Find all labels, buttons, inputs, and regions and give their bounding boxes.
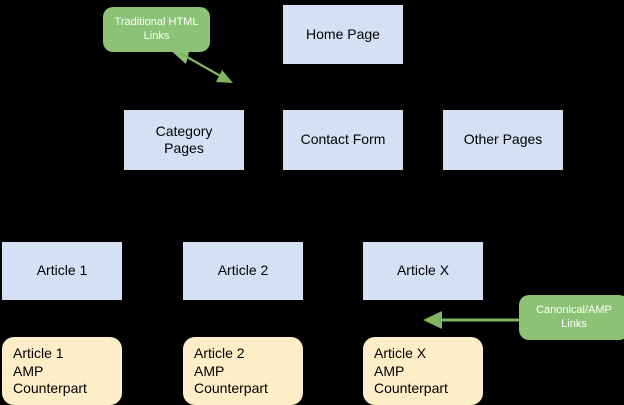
arrow-head-canonical-to-article-x xyxy=(423,311,442,329)
callout-canonical-amp-links-line1: Canonical/AMP xyxy=(536,303,612,316)
node-article-1-label: Article 1 xyxy=(36,262,88,279)
node-home-page-label: Home Page xyxy=(306,25,380,42)
node-article-2[interactable]: Article 2 xyxy=(183,242,303,300)
node-home-page[interactable]: Home Page xyxy=(283,5,403,64)
node-article-1-amp-counterpart-label: Article 1 AMP Counterpart xyxy=(13,345,87,396)
callout-canonical-amp-links[interactable]: Canonical/AMP Links xyxy=(519,295,624,340)
callout-traditional-html-links-line1: Traditional HTML xyxy=(114,15,199,28)
node-other-pages-label: Other Pages xyxy=(463,131,543,148)
node-category-pages[interactable]: Category Pages xyxy=(124,110,244,170)
node-article-2-amp-counterpart-label: Article 2 AMP Counterpart xyxy=(194,345,268,396)
node-category-pages-line1: Category xyxy=(155,122,213,139)
node-other-pages[interactable]: Other Pages xyxy=(443,110,563,170)
node-article-1[interactable]: Article 1 xyxy=(2,242,122,300)
callout-traditional-html-links[interactable]: Traditional HTML Links xyxy=(103,7,210,52)
node-category-pages-line2: Pages xyxy=(164,140,204,156)
callout-canonical-amp-links-line2: Links xyxy=(561,317,587,330)
callout-traditional-html-links-line2: Links xyxy=(143,29,170,42)
node-contact-form[interactable]: Contact Form xyxy=(283,110,403,170)
node-article-x-label: Article X xyxy=(396,262,450,279)
node-article-2-amp-counterpart[interactable]: Article 2 AMP Counterpart xyxy=(183,337,303,405)
node-article-x-amp-counterpart[interactable]: Article X AMP Counterpart xyxy=(363,337,483,405)
node-article-1-amp-counterpart[interactable]: Article 1 AMP Counterpart xyxy=(2,337,122,405)
node-contact-form-label: Contact Form xyxy=(300,131,386,148)
node-article-x[interactable]: Article X xyxy=(363,242,483,300)
arrow-head-traditional-to-category xyxy=(216,70,233,83)
node-article-2-label: Article 2 xyxy=(217,262,269,279)
node-article-x-amp-counterpart-label: Article X AMP Counterpart xyxy=(374,345,448,396)
arrow-line-traditional-to-category xyxy=(179,52,225,79)
